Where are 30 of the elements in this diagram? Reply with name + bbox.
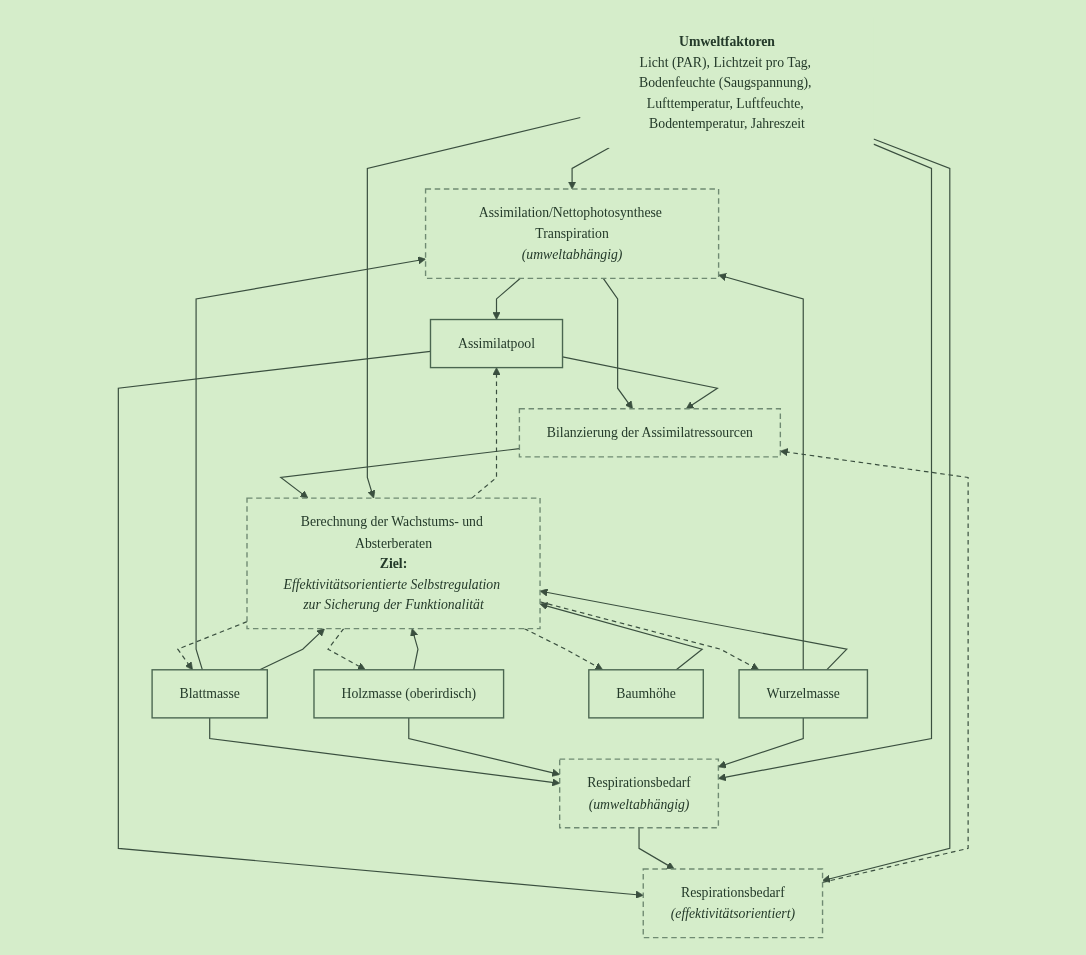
arrow <box>638 827 675 870</box>
arrow <box>717 143 932 782</box>
arrow <box>602 277 633 410</box>
node-box: Assimilatpool <box>429 318 563 369</box>
arrow <box>539 602 704 671</box>
node-box: Assimilation/Nettophotosynthese Transpiration (umweltabhängig) <box>424 188 720 279</box>
node-box: Blattmasse <box>151 669 268 719</box>
arrow <box>195 256 426 671</box>
node-box: Baumhöhe <box>587 669 704 719</box>
node-box: Respirationsbedarf (umweltabhängig) <box>558 758 719 829</box>
node-text: Umweltfaktoren Licht (PAR), Lichtzeit pro Tag, Bodenfeuchte (Saugspannung), Lufttemperatur, Luftfeuchte, Bodentemperatur, Jahreszeit <box>638 33 812 131</box>
arrow <box>567 147 610 190</box>
node-box: Respirationsbedarf (effektivitätsorientiert) <box>642 868 823 939</box>
arrow <box>523 628 603 671</box>
arrow <box>539 601 759 671</box>
arrow <box>117 350 644 899</box>
node-box: Holzmasse (oberirdisch) <box>313 669 505 719</box>
node-box: Bilanzierung der Assimilatressourcen <box>518 408 781 458</box>
arrow <box>539 588 848 671</box>
arrow <box>366 116 581 499</box>
arrow <box>279 448 520 499</box>
arrow <box>208 717 560 787</box>
arrow <box>407 717 560 777</box>
arrow <box>326 628 366 671</box>
node-box: Berechnung der Wachstums- und Absterberaten Ziel: Effektivitätsorientierte Selbstregulation zur Sicherung der Funktionalität <box>246 497 541 630</box>
arrow <box>409 628 419 671</box>
arrow <box>470 367 501 499</box>
node-box: Wurzelmasse <box>738 669 868 719</box>
arrow <box>718 273 804 671</box>
arrow <box>492 277 521 320</box>
